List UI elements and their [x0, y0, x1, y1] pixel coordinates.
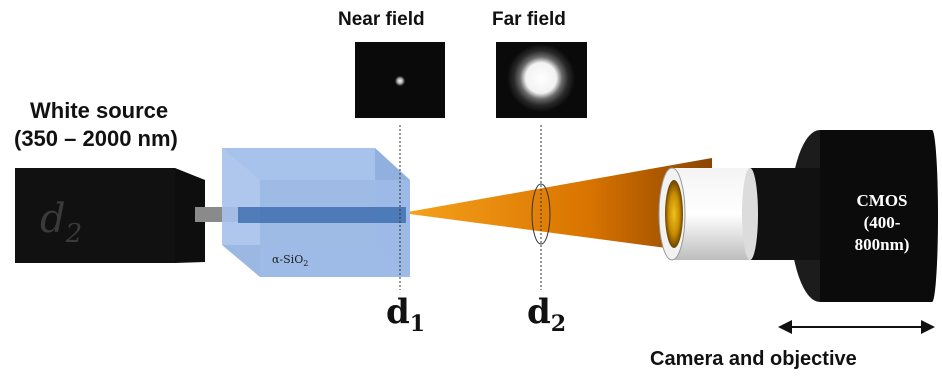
cmos-label: CMOS (400- 800nm)	[836, 190, 928, 256]
cmos-line2: (400-	[863, 213, 901, 232]
source-faded-label: d2	[40, 196, 82, 249]
waveguide	[238, 207, 406, 223]
white-source-box	[15, 168, 205, 263]
camera-caption: Camera and objective	[650, 348, 857, 370]
near-field-label: Near field	[338, 9, 425, 30]
objective-lens	[658, 167, 758, 261]
cmos-line3: 800nm)	[854, 235, 910, 254]
white-source-title: White source	[30, 98, 169, 123]
light-cone	[402, 158, 712, 254]
d2-label: d2	[527, 292, 567, 337]
white-source-range: (350 – 2000 nm)	[14, 126, 178, 151]
d2-lens-ellipse	[531, 183, 551, 245]
cmos-line1: CMOS	[856, 191, 908, 210]
far-field-label: Far field	[492, 9, 566, 30]
double-headed-arrow-icon	[778, 320, 935, 334]
sample-label: α-SiO2	[272, 253, 308, 268]
near-field-inset	[355, 42, 445, 118]
far-field-inset	[496, 42, 587, 118]
d1-label: d1	[386, 292, 426, 337]
sample-cube	[222, 148, 410, 277]
